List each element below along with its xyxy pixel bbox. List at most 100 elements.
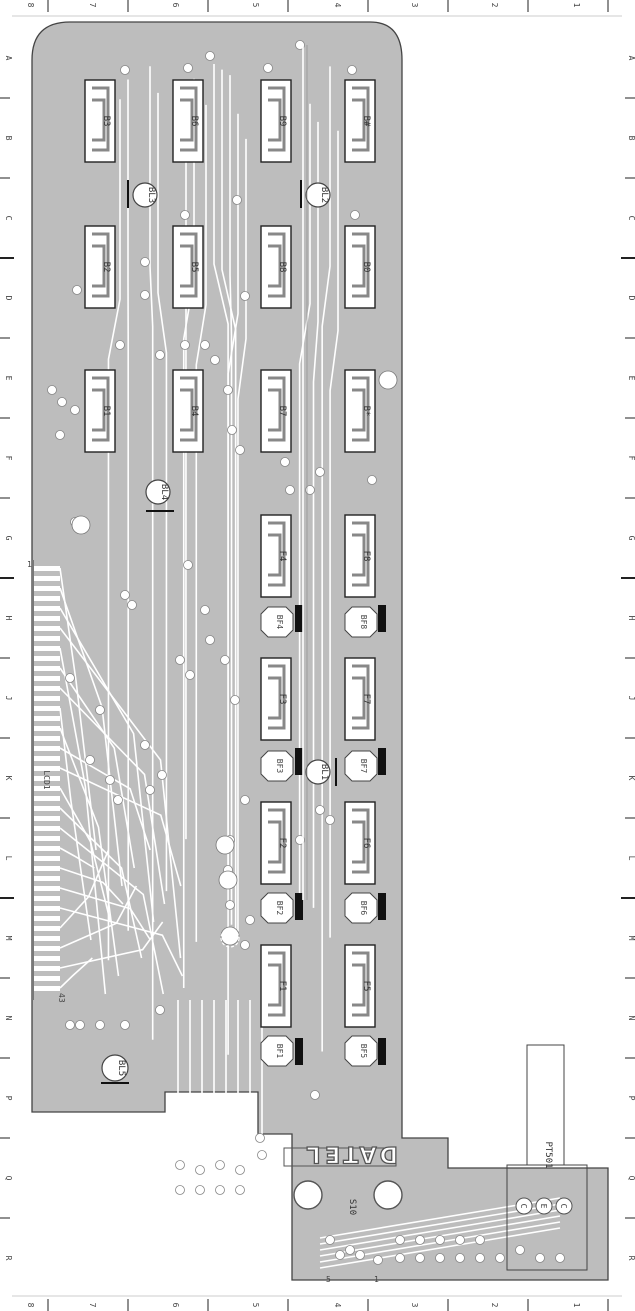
- transistor-ref: PT501: [543, 1141, 553, 1168]
- frame-col-number-bottom: 3: [410, 1303, 419, 1308]
- frame-col-number-top: 8: [26, 3, 35, 8]
- frame-row-letter-right: H: [627, 616, 635, 621]
- frame-row-letter-left: G: [4, 536, 13, 541]
- key-label: F1: [277, 981, 287, 992]
- key-pad-b6: B6: [172, 79, 204, 163]
- key-pad-b5: B5: [172, 225, 204, 309]
- frame-col-number-bottom: 7: [88, 1303, 97, 1308]
- key-pad-f4: F4: [260, 514, 292, 598]
- key-label: B#: [361, 116, 371, 127]
- date-label-text: DATE: [322, 1141, 398, 1166]
- led-label: BF8: [359, 615, 368, 630]
- board-outline: [31, 21, 609, 1281]
- led-label: BL5: [116, 1060, 126, 1076]
- led-label: BF1: [275, 1044, 284, 1059]
- frame-col-number-bottom: 5: [251, 1303, 260, 1308]
- frame-row-letter-left: M: [4, 936, 13, 941]
- connector-pin-a: 5: [326, 1275, 331, 1284]
- key-pad-f1: F1: [260, 944, 292, 1028]
- frame-col-number-top: 3: [410, 3, 419, 8]
- frame-row-letter-right: G: [627, 536, 635, 541]
- key-pad-b0: B0: [344, 225, 376, 309]
- key-label: F6: [361, 838, 371, 849]
- key-label: B4: [189, 406, 199, 417]
- frame-row-letter-left: Q: [4, 1176, 13, 1181]
- bl-leds: BL3 BL2 BL4 BL1 BL5: [101, 180, 337, 1084]
- key-label: B6: [189, 116, 199, 127]
- frame-row-letter-right: Q: [627, 1176, 635, 1181]
- frame-row-letter-left: E: [4, 376, 13, 381]
- frame-row-letter-left: N: [4, 1016, 13, 1021]
- led-bf2: BF2: [260, 892, 303, 924]
- keypad-b-grid: B3 B6 B9 B# B2 B5 B: [84, 79, 376, 453]
- led-label: BL1: [319, 764, 329, 780]
- frame-row-letter-right: M: [627, 936, 635, 941]
- key-label: F5: [361, 981, 371, 992]
- frame-col-number-bottom: 2: [490, 1303, 499, 1308]
- key-label: F2: [277, 838, 287, 849]
- transistor-pt501: PT501 C E C: [506, 1044, 588, 1271]
- key-pad-f7: F7: [344, 657, 376, 741]
- frame-col-number-top: 5: [251, 3, 260, 8]
- key-label: B9: [277, 116, 287, 127]
- lcd-ref-label: LCD1: [42, 770, 51, 789]
- key-pad-b4: B4: [172, 369, 204, 453]
- copper-traces: [47, 40, 565, 1269]
- key-pad-f2: F2: [260, 801, 292, 885]
- key-pad-f3: F3: [260, 657, 292, 741]
- led-bf8: BF8: [344, 605, 386, 638]
- led-label: BL2: [319, 187, 329, 203]
- lcd-pin-last: 43: [57, 993, 66, 1003]
- led-label: BL3: [146, 187, 156, 203]
- led-label: BF7: [359, 759, 368, 774]
- led-bf7: BF7: [344, 748, 386, 782]
- frame-row-letter-right: D: [627, 296, 635, 301]
- frame-col-number-top: 1: [572, 3, 581, 8]
- led-bf3: BF3: [260, 748, 303, 782]
- keypad-f-grid: F4 F8 F3 F7 F2 F6 F1: [260, 514, 376, 1028]
- key-pad-f8: F8: [344, 514, 376, 598]
- frame-row-letter-right: F: [627, 456, 635, 461]
- frame-row-letter-right: C: [627, 216, 635, 221]
- led-bf5: BF5: [344, 1035, 386, 1067]
- frame-row-letter-left: H: [4, 616, 13, 621]
- key-pad-b9: B9: [260, 79, 292, 163]
- frame-row-letter-left: C: [4, 216, 13, 221]
- frame-col-number-bottom: 6: [171, 1303, 180, 1308]
- frame-row-letter-right: J: [627, 696, 635, 701]
- frame-row-letter-left: P: [4, 1096, 13, 1101]
- frame-row-letter-left: A: [4, 56, 13, 61]
- led-label: BF5: [359, 1044, 368, 1059]
- led-bl1: BL1: [305, 758, 337, 786]
- key-pad-f6: F6: [344, 801, 376, 885]
- led-bf1: BF1: [260, 1035, 303, 1067]
- key-label: F3: [277, 694, 287, 705]
- frame-row-letter-right: N: [627, 1016, 635, 1021]
- frame-row-letter-left: B: [4, 136, 13, 141]
- connector-pin-b: 1: [374, 1275, 379, 1284]
- frame-row-letter-left: J: [4, 696, 13, 701]
- pin-label: C: [519, 1204, 528, 1209]
- key-label: B0: [361, 262, 371, 273]
- key-pad-b3: B3: [84, 79, 116, 163]
- key-label: B1: [101, 406, 111, 417]
- frame-row-letter-right: A: [627, 56, 635, 61]
- led-bf4: BF4: [260, 605, 303, 638]
- led-label: BF2: [275, 901, 284, 916]
- frame-row-letter-right: K: [627, 776, 635, 781]
- lcd-pin-first: 1: [27, 560, 32, 569]
- key-label: F8: [361, 551, 371, 562]
- frame-row-letter-left: D: [4, 296, 13, 301]
- led-bl2: BL2: [300, 180, 331, 208]
- date-label-block: DATE L: [283, 1140, 398, 1167]
- key-pad-b2: B2: [84, 225, 116, 309]
- key-label: F7: [361, 694, 371, 705]
- key-pad-b1: B1: [84, 369, 116, 453]
- connector-s10: S10 5 1: [293, 1180, 403, 1284]
- bf-leds: BF4 BF8 BF3 BF7 BF2 BF6: [260, 605, 386, 1067]
- led-label: BL4: [159, 484, 169, 500]
- key-label: B2: [101, 262, 111, 273]
